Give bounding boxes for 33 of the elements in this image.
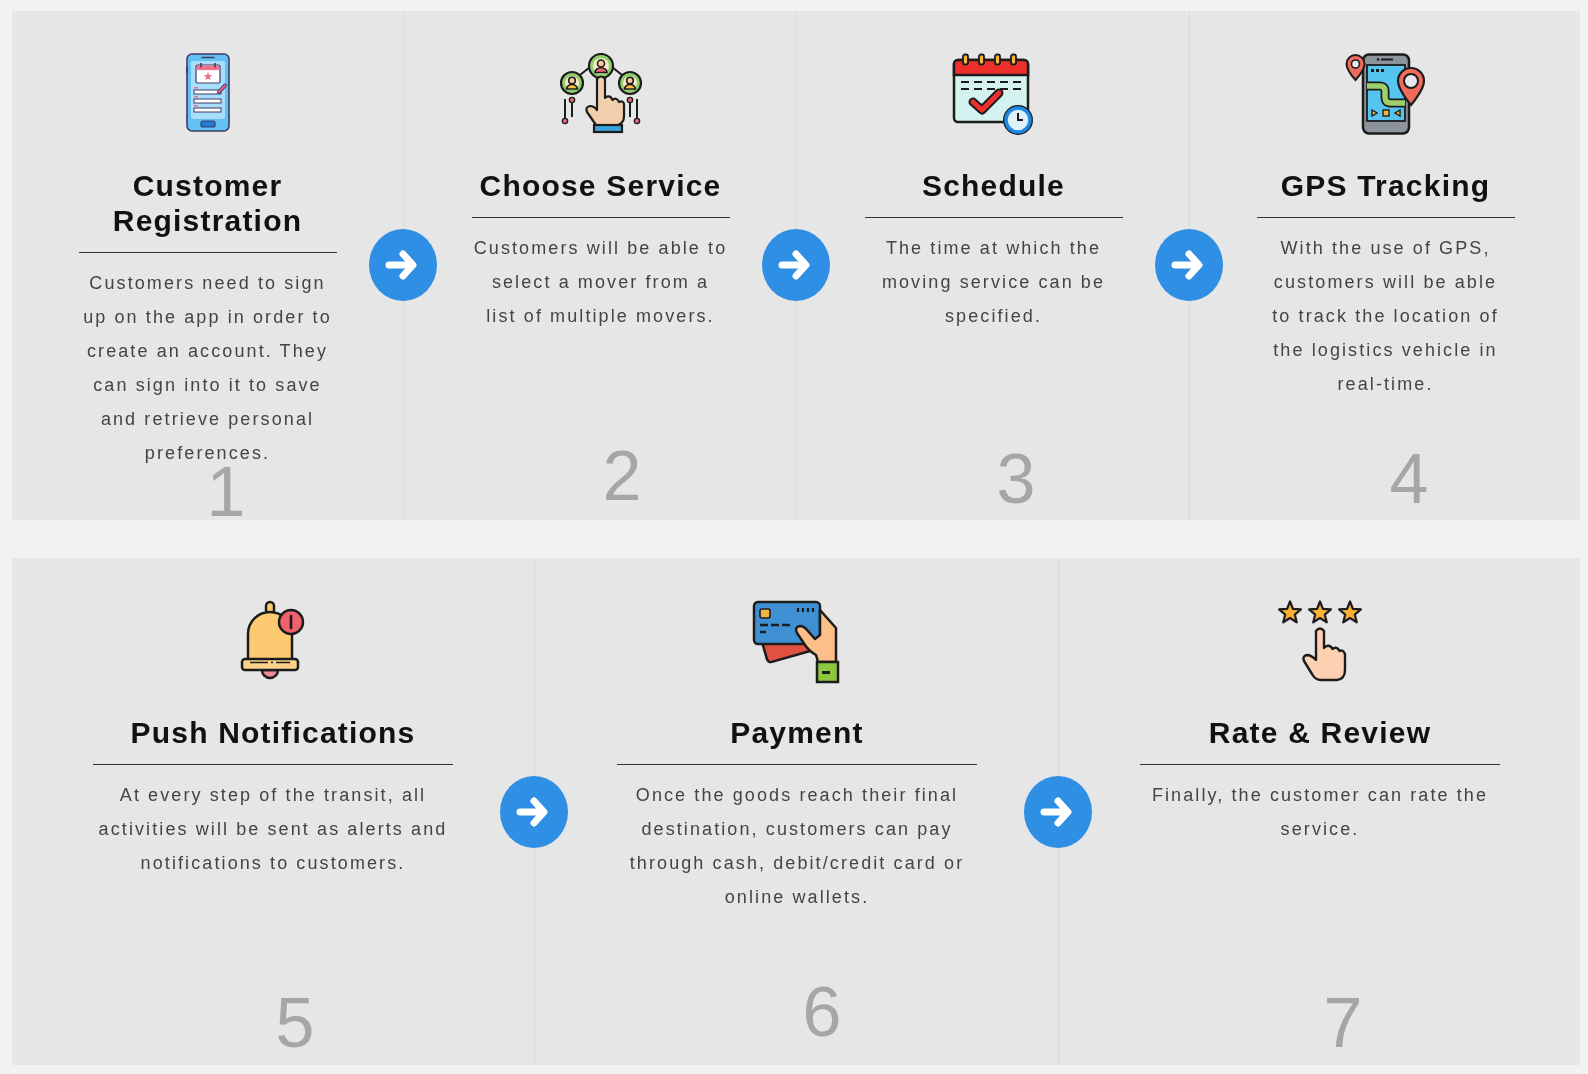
step-title: Push Notifications xyxy=(130,715,416,750)
step-description: Customers need to sign up on the app in order to create an account. They can sign into it to save and retrieve personal preferences. xyxy=(82,272,333,465)
step-panel xyxy=(12,11,403,520)
step-panel xyxy=(1189,11,1580,520)
step-description: At every step of the transit, all activities will be sent as alerts and notifications to customers. xyxy=(97,784,449,875)
step-number: 2 xyxy=(602,451,642,502)
arrow xyxy=(778,250,810,280)
arrow xyxy=(385,250,417,280)
step-number: 5 xyxy=(275,998,315,1049)
step-panel xyxy=(12,558,534,1065)
step-description: Finally, the customer can rate the service. xyxy=(1150,784,1490,841)
step-number: 6 xyxy=(802,987,842,1038)
step-description: Once the goods reach their final destination, customers can pay through cash, debit/credit card or online wallets. xyxy=(628,784,966,909)
step-panel xyxy=(796,11,1189,520)
step-panel xyxy=(534,558,1058,1065)
step-title: Schedule xyxy=(922,168,1065,203)
step-panel xyxy=(1058,558,1580,1065)
step-description: Customers will be able to select a mover from a list of multiple movers. xyxy=(473,237,728,328)
arrow xyxy=(1040,797,1072,827)
step-title: Choose Service xyxy=(479,168,722,203)
step-number: 3 xyxy=(996,454,1036,505)
step-number: 7 xyxy=(1323,998,1363,1049)
step-number: 4 xyxy=(1389,454,1429,505)
step-description: With the use of GPS, customers will be able to track the location of the logistics vehicle in real-time. xyxy=(1271,237,1500,396)
step-description: The time at which the moving service can be specified. xyxy=(880,237,1107,328)
step-title: Payment xyxy=(730,715,864,750)
step-title: Customer Registration xyxy=(111,168,304,238)
arrow xyxy=(1171,250,1203,280)
step-number: 1 xyxy=(206,467,246,518)
arrow xyxy=(516,797,548,827)
step-title: GPS Tracking xyxy=(1280,168,1491,203)
step-panel xyxy=(403,11,796,520)
step-title: Rate & Review xyxy=(1208,715,1432,750)
